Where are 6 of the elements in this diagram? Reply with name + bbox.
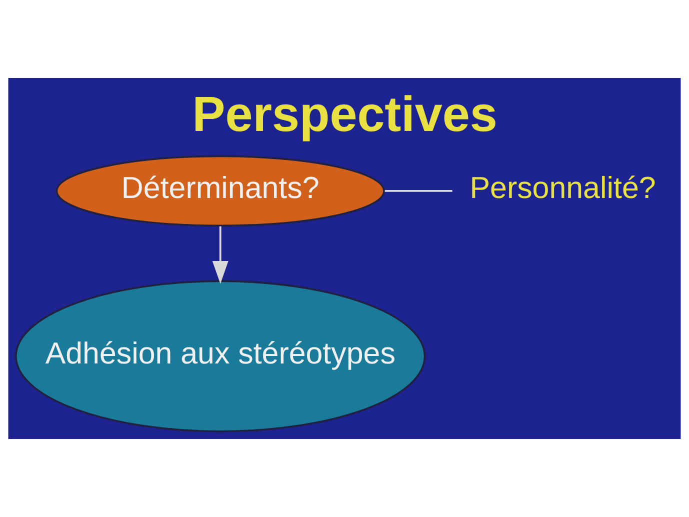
node-text: Personnalité? [470, 171, 656, 206]
connector [384, 190, 452, 192]
node-ellipse: Déterminants? [56, 155, 385, 227]
arrow [212, 226, 228, 284]
diagram-title: Perspectives [192, 86, 498, 142]
node-ellipse: Adhésion aux stéréotypes [14, 280, 426, 432]
